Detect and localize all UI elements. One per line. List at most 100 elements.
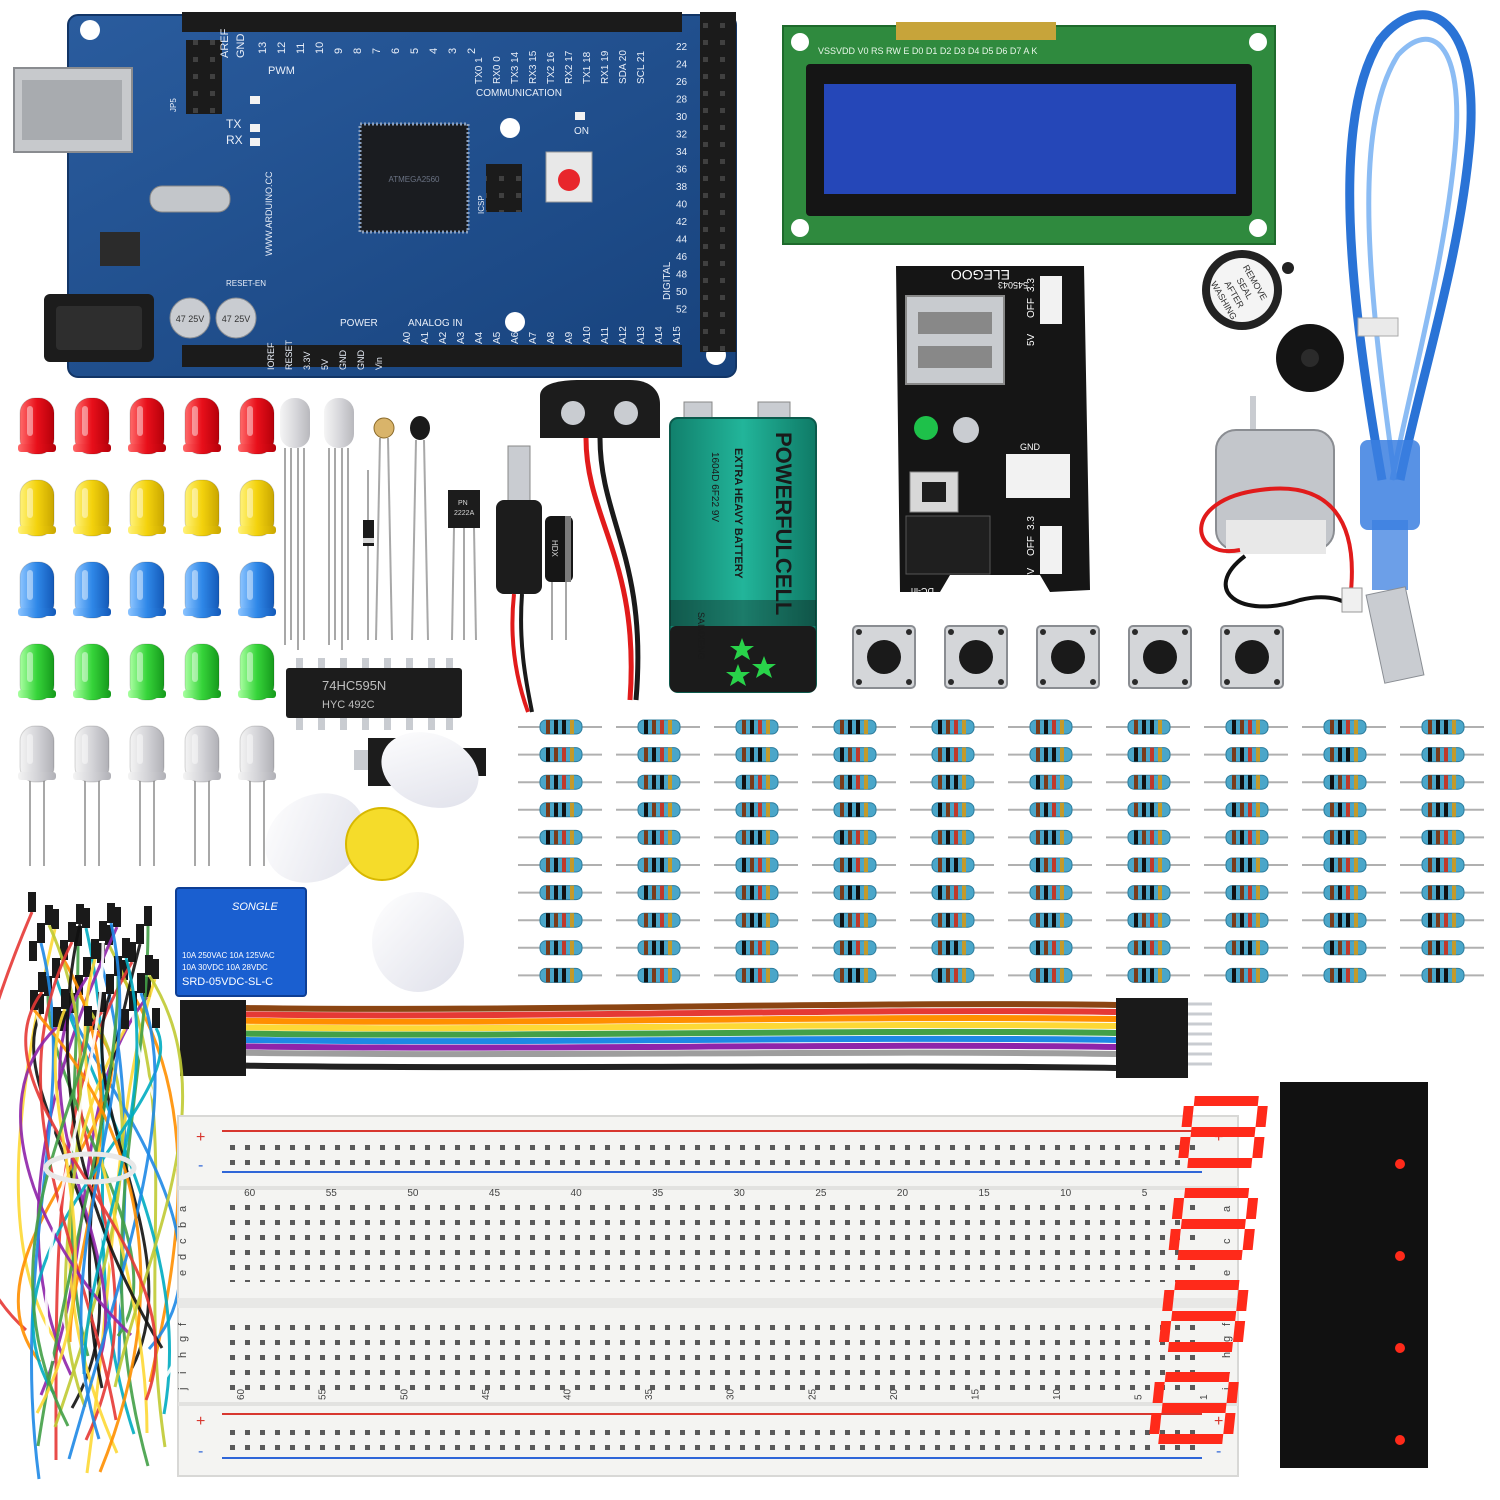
jumper-pin [145,955,153,975]
segment [1193,1096,1259,1106]
microcontroller-chip [358,122,470,234]
decimal-point [1395,1159,1405,1169]
ribbon-wire [245,1049,1117,1058]
resistor [1204,912,1288,928]
resistor-band [668,830,672,845]
column-number-top: 55 [326,1188,338,1199]
resistor-band [1444,858,1448,872]
resistor-band [946,940,950,955]
resistor-band [962,968,966,983]
resistor-band [1452,968,1456,983]
button-corner [906,679,912,685]
segment [1171,1198,1185,1219]
led-red [238,397,276,455]
resistor-band [1444,775,1448,790]
led-blue [128,561,166,619]
battery-type: EXTRA HEAVY BATTERY [732,448,744,579]
comm-pin-label: TX0 1 [474,57,485,84]
tactile-button[interactable] [944,625,1008,689]
led-highlight [247,488,253,518]
resistor-band [1240,802,1244,817]
resistor-band [848,720,852,734]
resistor-band [840,830,844,845]
resistor-band [962,775,966,790]
jumper-pin [68,922,76,942]
resistor-band [742,913,746,928]
pwm-pin-label: 3 [447,48,459,54]
jumper-pin [82,908,90,928]
resistor-band [750,802,754,817]
resistor-band [1256,802,1260,817]
resistor [616,912,700,928]
resistor-band [554,747,558,762]
digital-pin-label: 38 [676,182,688,193]
led-body [184,397,220,455]
resistor [1204,885,1288,901]
ribbon-wire [245,1035,1117,1045]
resistor-band [668,775,672,790]
tactile-button[interactable] [1128,625,1192,689]
resistor-band [1346,885,1350,900]
button-corner [1182,629,1188,635]
resistor-band [1232,968,1236,983]
resistor-band [1338,802,1342,817]
jumper-pin [136,924,144,944]
led-red [73,397,111,455]
resistor-band [1134,747,1138,762]
tactile-button[interactable] [852,625,916,689]
resistor-band [864,747,868,762]
resistor [1106,967,1190,983]
resistor-band [652,775,656,790]
resistor-band [946,802,950,817]
analog-pin-label: A3 [456,331,467,344]
jumper-pin [152,1008,160,1028]
resistor-band [1142,968,1146,983]
resistor-band [546,858,550,872]
battery-star-icons [726,638,776,686]
resistor-band [1346,747,1350,762]
resistor-band [660,720,664,734]
rail-minus-bottom-right: - [1216,1443,1221,1460]
resistor-band [856,747,860,762]
label-gnd-top: GND [235,34,247,59]
resistor [1302,719,1386,735]
resistor-band [766,830,770,845]
resistor-band [1428,858,1432,872]
label-icsp: ICSP [477,195,486,214]
resistor [714,940,798,956]
resistor-band [1060,720,1064,734]
tactile-button[interactable] [1220,625,1284,689]
tactile-button[interactable] [1036,625,1100,689]
battery-model: 1604D 6F22 9V [709,452,720,522]
column-number-bottom: 60 [236,1388,247,1400]
resistor-band [1428,913,1432,928]
led-rim [183,526,221,534]
resistor-band [1338,968,1342,983]
resistor-band [962,830,966,845]
segment [1245,1198,1259,1219]
led-clear [183,725,221,866]
digital-pin-label: 30 [676,112,688,123]
led-body [129,725,165,783]
led-rim [183,444,221,452]
resistor-band [554,858,558,872]
power-module-model: 545043 [998,280,1028,290]
resistor [910,940,994,956]
label-reset: RESET [284,339,294,370]
led-rim [128,608,166,616]
resistor-band [1256,775,1260,790]
comm-pin-label: SCL 21 [636,51,647,84]
resistor [1008,912,1092,928]
rail-plus-top-right: + [1214,1129,1223,1146]
resistor-band [1452,830,1456,845]
ribbon-wire [245,1015,1117,1025]
led-rim [238,690,276,698]
resistor-band [652,940,656,955]
led-clear [238,725,276,866]
led-highlight [247,652,253,682]
resistor [518,885,602,901]
resistor [616,940,700,956]
resistor [1302,940,1386,956]
analog-pin-label: A4 [474,331,485,344]
